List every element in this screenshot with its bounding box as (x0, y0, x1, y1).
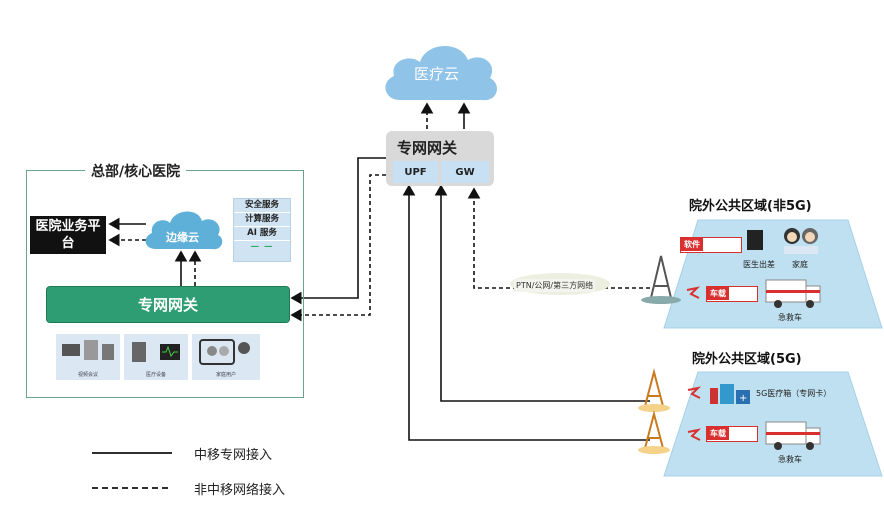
biz-platform: 医院业务平台 (30, 216, 106, 254)
monitor-device-icon (132, 342, 180, 362)
tablet-icon (747, 230, 763, 250)
5g-tower-icon-2 (638, 410, 670, 454)
vehicle-tag-5g: 车载 (707, 427, 729, 440)
service-security: 安全服务 (234, 199, 290, 213)
legend-dashed-label: 非中移网络接入 (194, 483, 286, 498)
ptn-label: PTN/公网/第三方网络 (514, 279, 596, 292)
ambulance-label-non5g: 急救车 (778, 313, 802, 322)
service-ai: AI 服务 (234, 227, 290, 241)
thumb-label-home: 家庭用户 (215, 372, 236, 378)
medical-cloud-label: 医疗云 (414, 65, 460, 83)
vehicle-tag-non5g: 车载 (707, 287, 729, 300)
signal-icon (686, 286, 701, 299)
thumb-label-conference: 视频会议 (77, 372, 98, 378)
zone-5g-title: 院外公共区域(5G) (692, 352, 802, 367)
tower2-to-upf (402, 184, 650, 441)
thumb-video-conference: 视频会议 (56, 334, 120, 380)
svg-text:+: + (739, 393, 747, 404)
doctor-family-icon (784, 228, 818, 254)
edge-cloud-label: 边缘云 (166, 231, 199, 244)
hq-gateway-bar: 专网网关 (46, 286, 290, 323)
medical-box-icon: + (710, 384, 750, 404)
tablet-user-icon (199, 339, 250, 365)
hq-title: 总部/核心医院 (85, 161, 187, 181)
gw-to-hq-solid (290, 157, 386, 305)
gw-block: GW (441, 161, 489, 183)
zone-non5g-platform (663, 219, 883, 329)
services-panel: 安全服务 计算服务 AI 服务 — — (233, 198, 291, 262)
signal-icon-2 (687, 386, 702, 399)
gw-to-hq-dashed (290, 174, 386, 322)
ambulance-icon (765, 279, 821, 308)
tower1-to-upf (434, 184, 650, 402)
conference-icon (62, 340, 114, 360)
edge-cloud-icon (145, 211, 223, 250)
ambulance-icon-5g (765, 421, 821, 450)
thumb-label-device: 医疗设备 (145, 372, 166, 378)
thumb-medical-device: 医疗设备 (124, 334, 188, 380)
zone-non5g-title: 院外公共区域(非5G) (689, 199, 812, 214)
private-gateway-title: 专网网关 (397, 139, 458, 157)
ambulance-label-5g: 急救车 (778, 455, 802, 464)
5g-tower-icon-1 (638, 368, 670, 412)
service-more: — — (250, 242, 274, 252)
medbox-label: 5G医疗箱（专网卡） (756, 389, 832, 398)
software-tag: 软件 (681, 238, 703, 251)
home-label: 家庭 (792, 260, 808, 269)
signal-icon-3 (687, 428, 702, 441)
thumb-home-user: 家庭用户 (192, 334, 260, 380)
upf-block: UPF (393, 161, 438, 183)
legend-solid-label: 中移专网接入 (194, 448, 273, 463)
antenna-tower-icon (641, 255, 681, 304)
doctor-label: 医生出差 (743, 260, 775, 269)
medical-cloud-icon (385, 45, 497, 101)
service-compute: 计算服务 (234, 213, 290, 227)
